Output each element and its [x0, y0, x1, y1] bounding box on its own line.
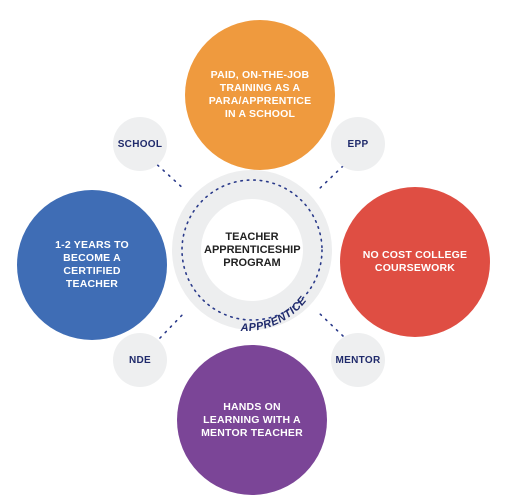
paid-training-circle: PAID, ON-THE-JOB TRAINING AS A PARA/APPR… [185, 20, 335, 170]
partner-school-label: SCHOOL [117, 138, 163, 150]
certification-timeline-text: 1-2 YEARS TO BECOME A CERTIFIED TEACHER [55, 239, 129, 290]
partner-epp: EPP [331, 117, 385, 171]
connector-nde [159, 311, 186, 339]
partner-mentor-label: MENTOR [335, 354, 381, 366]
connector-epp [317, 165, 344, 191]
center-title: TEACHER APPRENTICESHIP PROGRAM [204, 230, 301, 269]
partner-nde-label: NDE [128, 354, 151, 366]
no-cost-coursework-circle: NO COST COLLEGE COURSEWORK [340, 187, 490, 337]
mentor-learning-text: HANDS ON LEARNING WITH A MENTOR TEACHER [201, 400, 303, 439]
partner-epp-label: EPP [347, 138, 369, 150]
partner-mentor: MENTOR [331, 333, 385, 387]
partner-nde: NDE [113, 333, 167, 387]
certification-timeline-circle: 1-2 YEARS TO BECOME A CERTIFIED TEACHER [17, 190, 167, 340]
no-cost-coursework-text: NO COST COLLEGE COURSEWORK [362, 249, 468, 274]
mentor-learning-circle: HANDS ON LEARNING WITH A MENTOR TEACHER [177, 345, 327, 495]
center-core: TEACHER APPRENTICESHIP PROGRAM [201, 199, 303, 301]
paid-training-text: PAID, ON-THE-JOB TRAINING AS A PARA/APPR… [208, 69, 312, 120]
connector-mentor [317, 311, 344, 337]
partner-school: SCHOOL [113, 117, 167, 171]
